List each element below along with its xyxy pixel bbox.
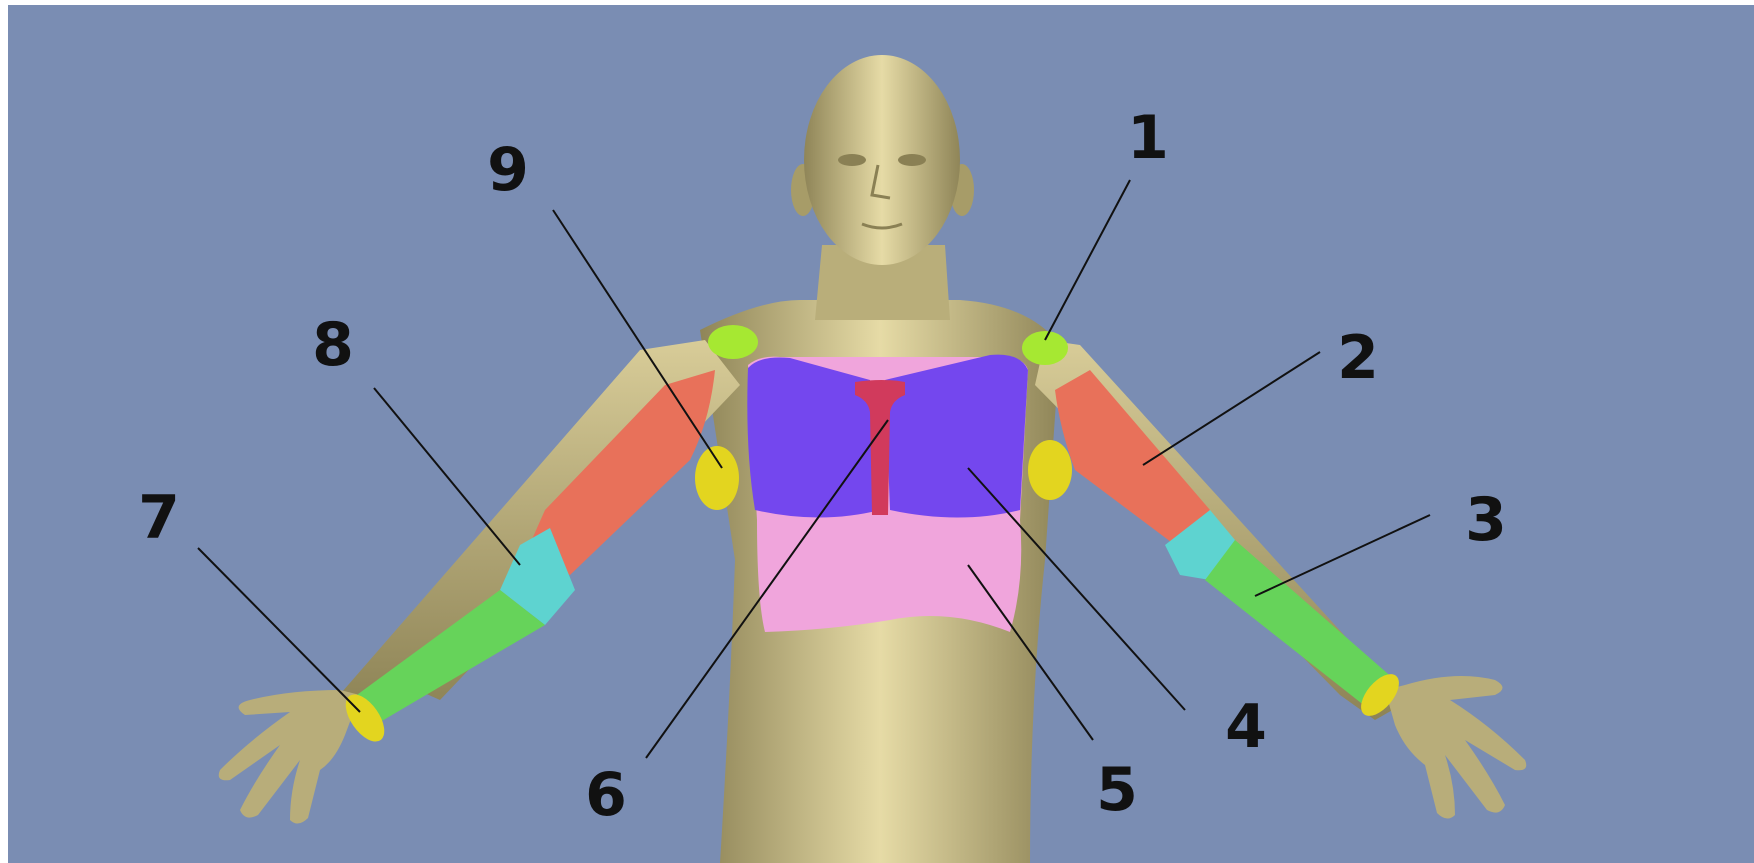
label-5: 5 [1096, 755, 1138, 825]
right-shoulder-cap [1022, 331, 1068, 365]
head [804, 55, 960, 265]
left-axilla [695, 446, 739, 510]
label-9: 9 [487, 135, 529, 205]
left-shoulder-cap [708, 325, 758, 359]
label-7: 7 [138, 483, 180, 553]
label-6: 6 [585, 760, 627, 830]
right-eye [898, 154, 926, 166]
label-8: 8 [312, 310, 354, 380]
left-eye [838, 154, 866, 166]
label-2: 2 [1337, 323, 1379, 393]
label-4: 4 [1225, 692, 1267, 762]
label-1: 1 [1127, 103, 1169, 173]
right-axilla [1028, 440, 1072, 500]
label-3: 3 [1465, 485, 1507, 555]
right-chest [885, 355, 1028, 518]
